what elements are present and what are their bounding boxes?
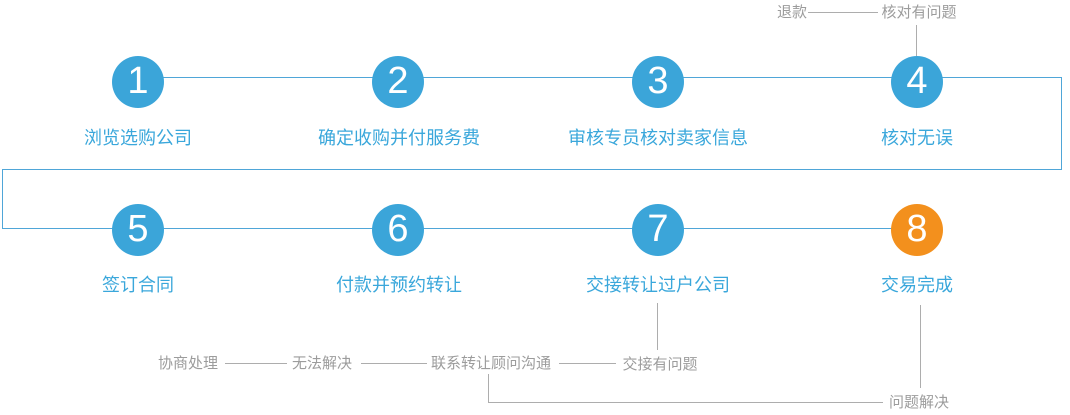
step-number-6: 6 (387, 208, 409, 250)
connector-left-vertical-line (2, 169, 3, 229)
step-label-1: 浏览选购公司 (84, 128, 192, 148)
connector-right-vertical-line (1061, 77, 1062, 170)
step-circle-6: 6 (372, 204, 424, 256)
connector-wrap-horizontal-line (2, 169, 1062, 170)
unsolved-contact-line (361, 363, 427, 364)
step-number-5: 5 (127, 208, 149, 250)
step-circle-2: 2 (372, 56, 424, 108)
check-issue-to-step4-line (916, 25, 917, 56)
step-label-5: 签订合同 (102, 275, 174, 295)
step-number-7: 7 (647, 208, 669, 250)
problem-solved-label: 问题解决 (888, 394, 950, 411)
contact-advisor-label: 联系转让顾问沟通 (430, 355, 552, 372)
step-number-1: 1 (127, 60, 149, 102)
step-circle-5: 5 (112, 204, 164, 256)
step-circle-4: 4 (891, 56, 943, 108)
step-label-3: 审核专员核对卖家信息 (568, 128, 748, 148)
refund-branch-line (808, 12, 878, 13)
step7-to-handover-issue-line (657, 303, 658, 350)
step-circle-1: 1 (112, 56, 164, 108)
step-number-4: 4 (906, 60, 928, 102)
step8-to-solved-line (920, 305, 921, 388)
connector-row2-line (2, 228, 917, 229)
contact-handover-issue-line (559, 363, 616, 364)
step-circle-7: 7 (632, 204, 684, 256)
step-label-4: 核对无误 (881, 128, 953, 148)
negotiate-unsolved-line (225, 363, 287, 364)
refund-label: 退款 (776, 4, 808, 21)
step-label-7: 交接转让过户公司 (586, 275, 730, 295)
step-circle-3: 3 (632, 56, 684, 108)
connector-row1-line (139, 77, 1062, 78)
step-label-8: 交易完成 (881, 275, 953, 295)
step-label-6: 付款并预约转让 (336, 275, 462, 295)
contact-down-line (488, 374, 489, 402)
step-circle-8: 8 (891, 204, 943, 256)
step-number-8: 8 (906, 208, 928, 250)
step-number-2: 2 (387, 60, 409, 102)
handover-issue-label: 交接有问题 (622, 356, 698, 373)
negotiate-label: 协商处理 (157, 355, 219, 372)
step-label-2: 确定收购并付服务费 (318, 128, 480, 148)
unsolved-label: 无法解决 (291, 355, 353, 372)
check-issue-label: 核对有问题 (881, 4, 957, 21)
step-number-3: 3 (647, 60, 669, 102)
contact-to-solved-line (488, 402, 883, 403)
